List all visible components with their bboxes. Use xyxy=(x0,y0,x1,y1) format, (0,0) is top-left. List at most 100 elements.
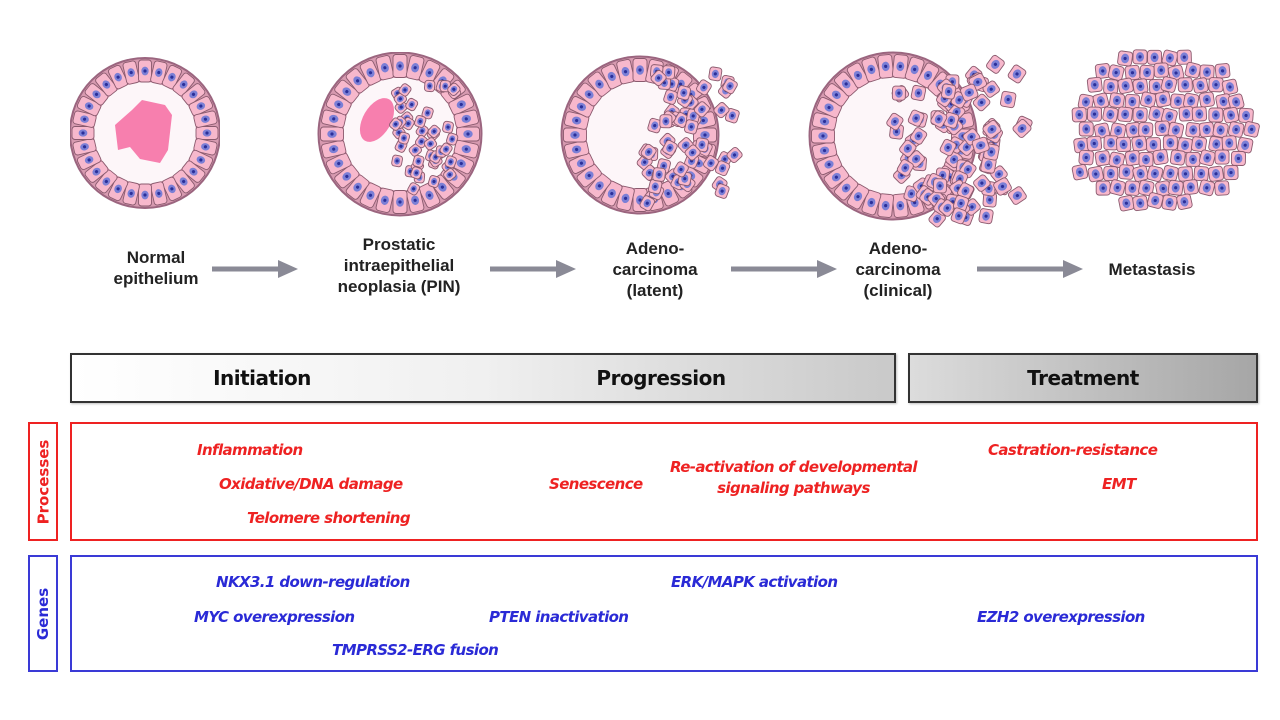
label-line: intraepithelial xyxy=(343,256,455,275)
initiation-progression-bar: Initiation Progression xyxy=(70,353,896,403)
cell xyxy=(993,177,1012,196)
cell xyxy=(398,83,412,97)
cell xyxy=(1093,122,1111,140)
cell xyxy=(1167,121,1185,139)
cell xyxy=(834,71,859,97)
genes-box xyxy=(70,555,1258,672)
cell xyxy=(1208,107,1224,123)
cell xyxy=(453,139,479,159)
cell xyxy=(1170,93,1186,109)
cell xyxy=(188,96,214,117)
gene-nkx3-1-down-regulation: NKX3.1 down-regulation xyxy=(216,573,410,591)
cell xyxy=(415,124,429,138)
cell xyxy=(375,187,395,213)
arrow-right-icon xyxy=(977,260,1083,278)
normal-epithelium-illustration xyxy=(70,57,220,209)
cell xyxy=(650,69,667,87)
cell xyxy=(172,169,195,194)
cell xyxy=(1198,179,1216,197)
secretion xyxy=(359,98,395,142)
cell xyxy=(960,83,979,102)
cell xyxy=(1221,135,1237,151)
cell xyxy=(423,137,438,151)
cell xyxy=(910,127,928,145)
cell xyxy=(122,60,140,85)
cell xyxy=(1169,149,1186,166)
text-line: signaling pathways xyxy=(717,479,870,497)
cell xyxy=(811,128,835,144)
process-inflammation: Inflammation xyxy=(197,441,303,459)
cell xyxy=(816,153,842,176)
cell xyxy=(696,79,712,96)
cell xyxy=(1208,165,1225,182)
cell xyxy=(1177,77,1193,93)
cell xyxy=(1110,122,1127,139)
stage-label-adenocarcinoma-latent: Adeno- carcinoma (latent) xyxy=(612,238,697,301)
label-line: epithelium xyxy=(113,269,199,288)
cell xyxy=(1117,106,1133,123)
cell xyxy=(943,112,960,129)
secretion xyxy=(115,100,172,163)
cell xyxy=(1132,49,1148,65)
cell xyxy=(1012,119,1032,138)
cell xyxy=(359,59,382,86)
cell xyxy=(1094,63,1111,79)
cell xyxy=(72,110,97,128)
cell xyxy=(1184,61,1202,79)
cell xyxy=(663,89,679,105)
cell xyxy=(568,152,595,174)
cell xyxy=(693,101,710,118)
cell xyxy=(1140,91,1157,109)
cell xyxy=(1185,122,1202,138)
process-telomere-shortening: Telomere shortening xyxy=(247,509,411,527)
cell xyxy=(999,90,1017,109)
pin-illustration xyxy=(317,52,483,217)
cell xyxy=(1094,150,1111,167)
cell xyxy=(708,66,723,82)
cell xyxy=(453,109,479,129)
cell xyxy=(1118,164,1135,180)
label-line: Adeno- xyxy=(625,239,685,258)
cell xyxy=(950,207,967,225)
cell xyxy=(1147,49,1163,65)
cell xyxy=(1132,107,1148,123)
cell xyxy=(587,173,612,199)
cell xyxy=(657,180,679,207)
cell xyxy=(811,112,838,131)
cell xyxy=(1103,79,1119,95)
cell xyxy=(1007,64,1027,84)
cell xyxy=(408,143,422,157)
cell xyxy=(713,102,730,119)
cell xyxy=(412,154,425,168)
clinical-adenocarcinoma-illustration xyxy=(808,51,1033,228)
label-line: Metastasis xyxy=(1108,260,1196,279)
cell xyxy=(957,182,974,200)
cell xyxy=(321,109,347,129)
treatment-bar: Treatment xyxy=(908,353,1258,403)
cell xyxy=(673,161,689,178)
cell xyxy=(345,68,370,94)
cell xyxy=(1107,64,1125,81)
cell xyxy=(659,114,673,129)
cell xyxy=(823,83,850,107)
phase-treatment: Treatment xyxy=(1027,366,1139,390)
cell xyxy=(397,131,411,145)
label-line: neoplasia (PIN) xyxy=(337,277,461,296)
label-line: (latent) xyxy=(626,281,684,300)
cell xyxy=(1214,149,1230,165)
cell xyxy=(662,139,678,156)
cell xyxy=(1212,121,1229,139)
cell xyxy=(410,166,423,180)
cell xyxy=(439,142,453,156)
cell xyxy=(84,160,109,183)
cell xyxy=(456,126,480,142)
cell xyxy=(1238,107,1254,124)
cell xyxy=(587,71,612,97)
cell xyxy=(972,93,991,112)
cell xyxy=(1077,93,1095,111)
cell xyxy=(1131,135,1148,152)
cell xyxy=(1230,150,1246,166)
process-castration-resistance: Castration-resistance xyxy=(988,441,1158,459)
cell xyxy=(568,96,595,118)
cell xyxy=(616,185,635,211)
